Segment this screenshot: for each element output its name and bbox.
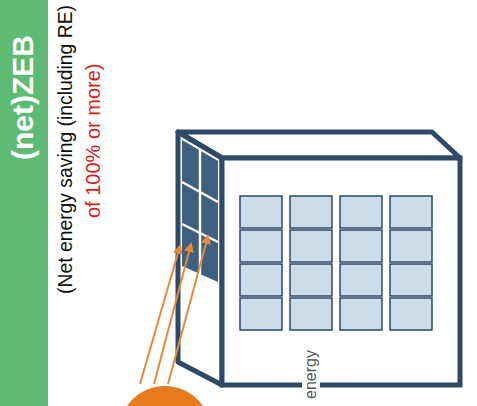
window <box>240 230 282 262</box>
window <box>390 298 432 330</box>
window <box>390 264 432 296</box>
side-face <box>178 132 222 385</box>
title-band: (net)ZEB <box>0 0 48 406</box>
panel-grid <box>182 182 218 202</box>
window <box>290 264 332 296</box>
window <box>340 196 382 228</box>
energy-label: energy <box>302 348 320 401</box>
sun-ray <box>154 244 191 384</box>
window <box>340 298 382 330</box>
panel-grid <box>182 224 218 242</box>
window <box>390 196 432 228</box>
window <box>290 196 332 228</box>
window <box>240 298 282 330</box>
window <box>240 264 282 296</box>
panel-grid <box>199 150 202 274</box>
subtitle-highlight: of 100% or more) <box>82 61 105 220</box>
window <box>340 230 382 262</box>
sun <box>119 386 211 406</box>
front-face <box>222 158 460 385</box>
window <box>340 264 382 296</box>
window <box>240 196 282 228</box>
windows <box>240 196 432 330</box>
window <box>290 230 332 262</box>
sun-ray <box>168 236 208 384</box>
subtitle-text: (Net energy saving (including RE) <box>55 3 77 296</box>
building <box>178 132 460 385</box>
window <box>290 298 332 330</box>
window <box>390 230 432 262</box>
sunlight <box>119 236 211 406</box>
title-text: (net)ZEB <box>6 35 41 160</box>
